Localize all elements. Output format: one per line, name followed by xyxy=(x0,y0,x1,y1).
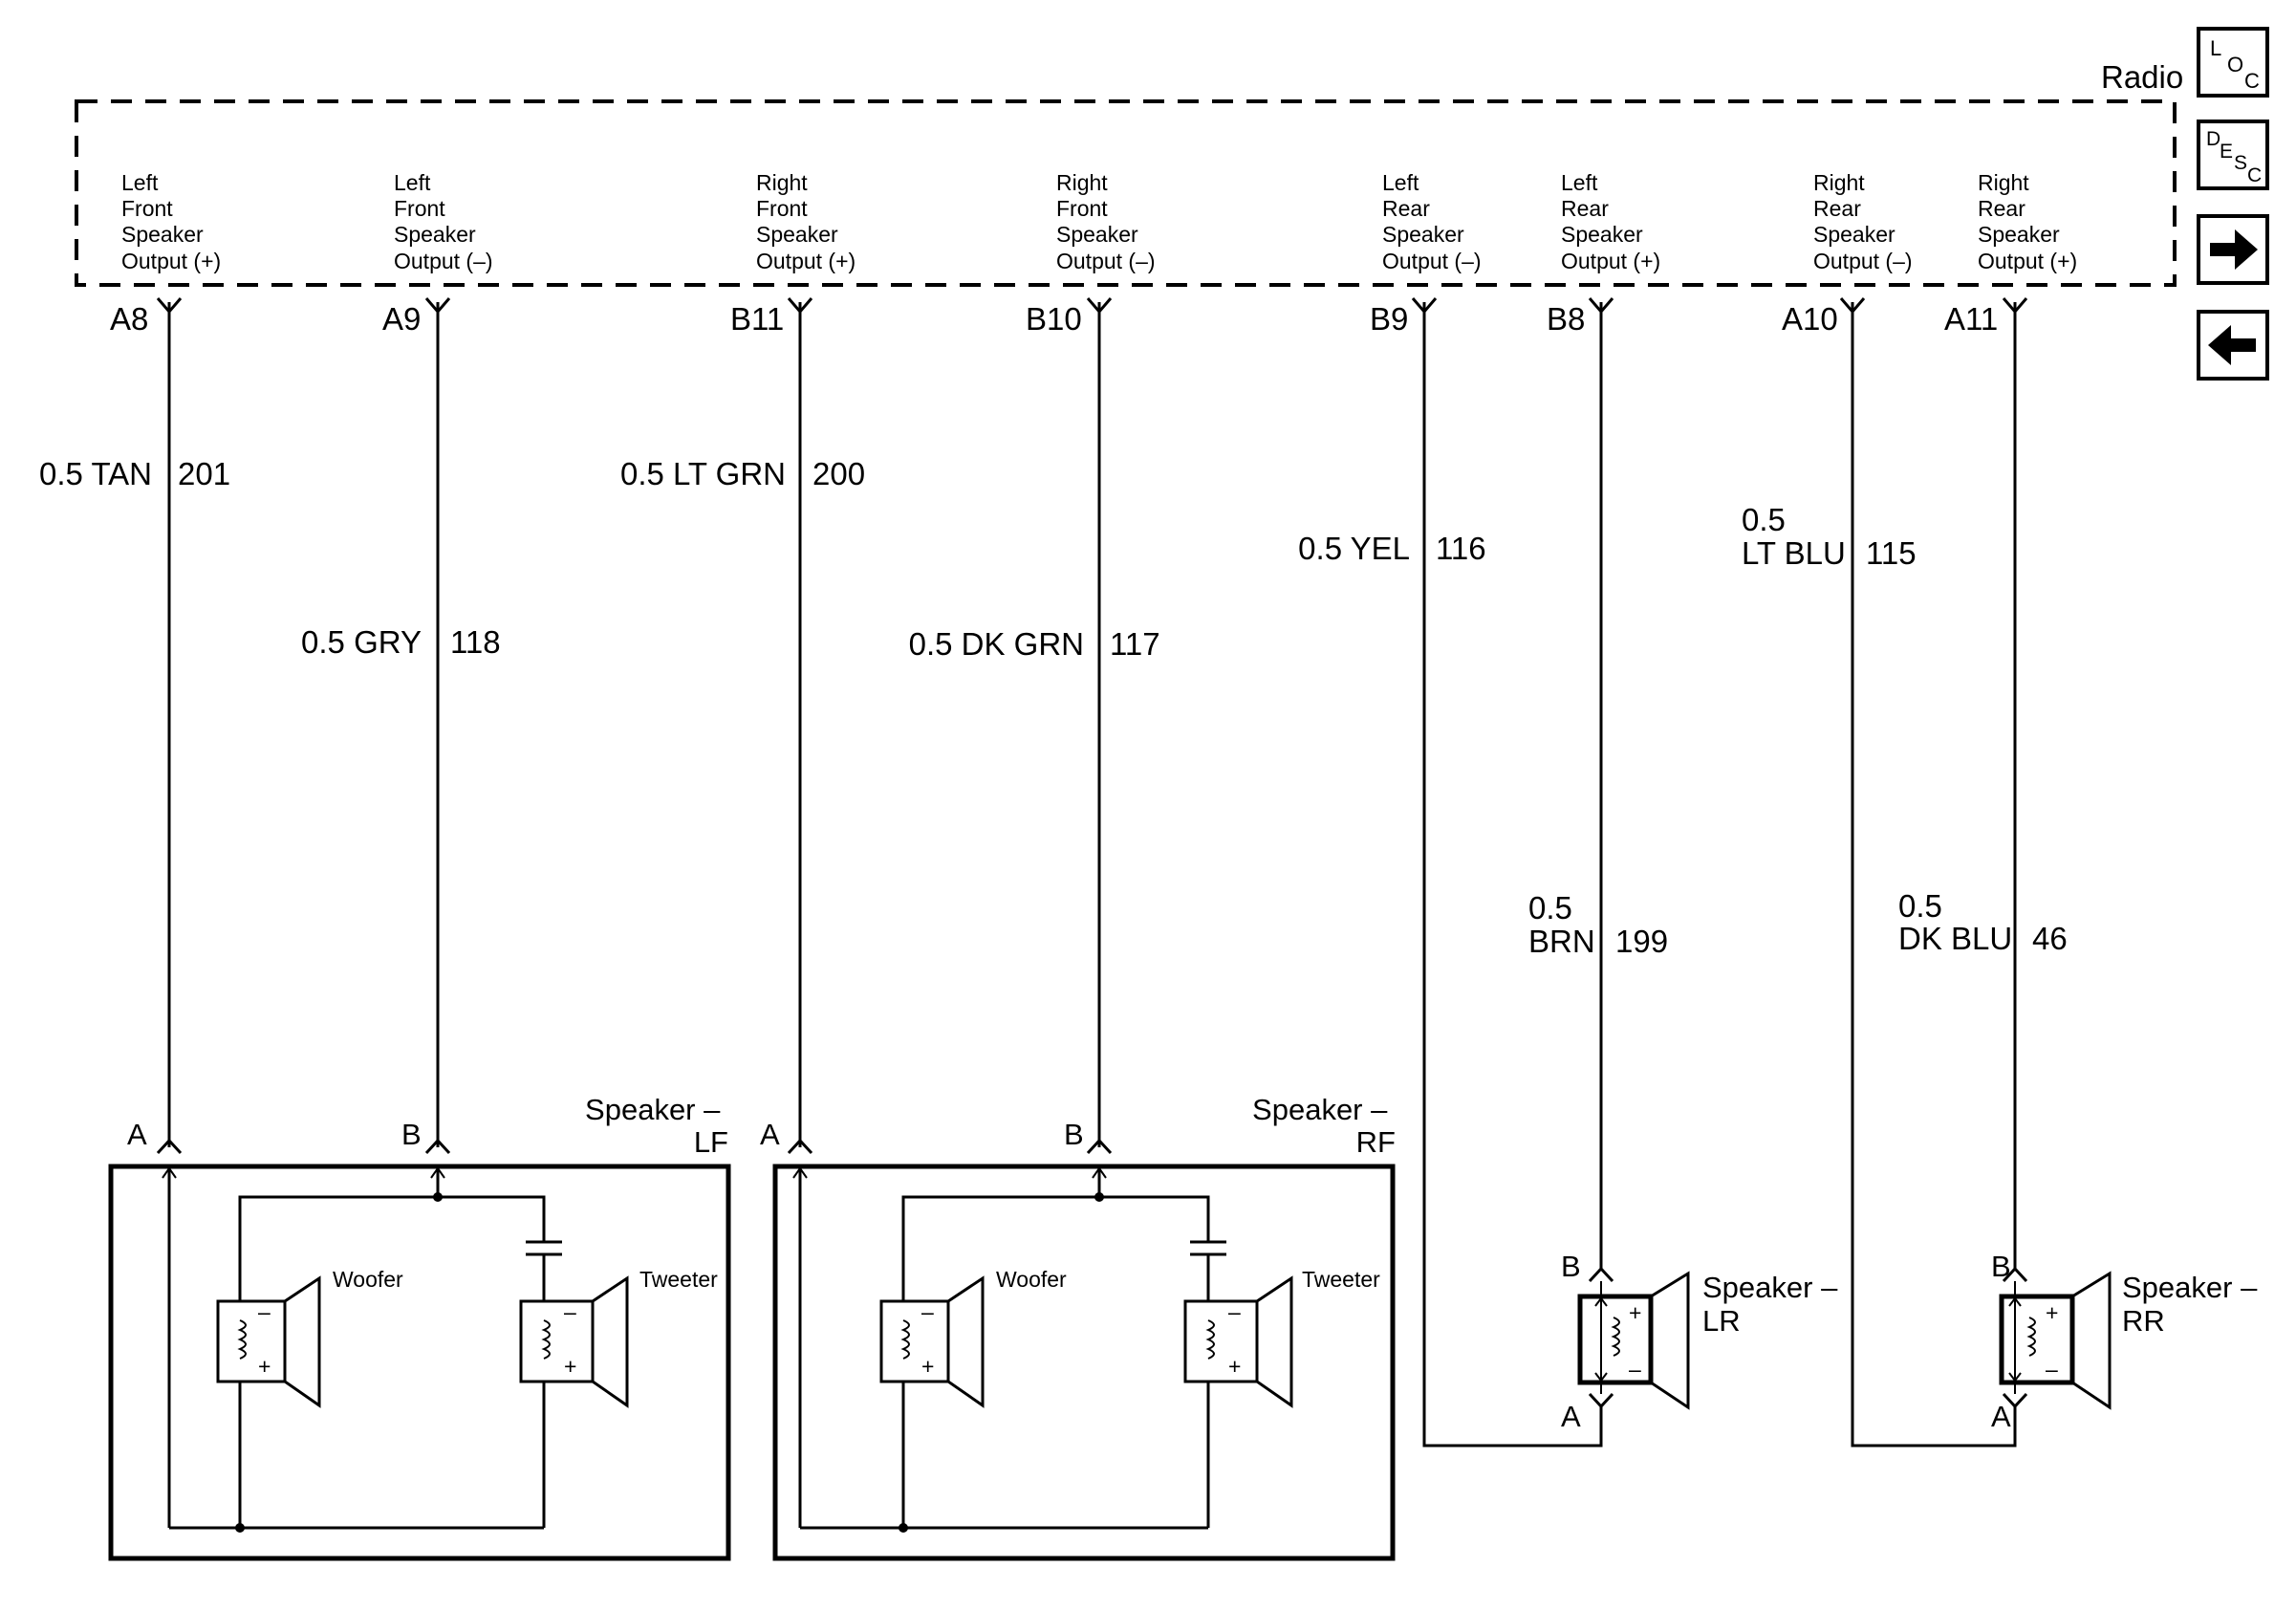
svg-text:–: – xyxy=(1629,1357,1641,1382)
svg-text:–: – xyxy=(564,1299,576,1324)
radio-component: Radio xyxy=(75,59,2183,287)
wire-199-spec: 0.5 BRN xyxy=(1528,890,1595,959)
wire-115-circuit: 115 xyxy=(1866,535,1917,571)
tweeter-label: Tweeter xyxy=(1302,1267,1380,1292)
svg-text:+: + xyxy=(564,1354,576,1379)
wire-116 xyxy=(1422,302,1603,1448)
output-label-rf-minus: Right Front Speaker Output (–) xyxy=(1056,170,1156,273)
pin-label-b11: B11 xyxy=(730,301,784,337)
output-label-lr-minus: Left Rear Speaker Output (–) xyxy=(1382,170,1482,273)
output-label-lf-minus: Left Front Speaker Output (–) xyxy=(394,170,493,273)
speaker-rr: B A + – Speaker – RR xyxy=(1991,1250,2265,1433)
speaker-rf-housing xyxy=(772,1164,1396,1561)
woofer-icon: – + Woofer xyxy=(879,1267,1067,1408)
output-label-rf-plus: Right Front Speaker Output (+) xyxy=(756,170,856,273)
wire-199-circuit: 199 xyxy=(1615,924,1668,959)
wire-116-spec: 0.5 YEL xyxy=(1298,531,1410,566)
loc-c: C xyxy=(2244,69,2260,93)
svg-text:+: + xyxy=(258,1354,271,1379)
wire-201-spec: 0.5 TAN xyxy=(39,456,152,491)
speaker-lr-name: Speaker – LR xyxy=(1702,1271,1846,1338)
previous-page-button[interactable] xyxy=(2197,310,2269,381)
speaker-lr-pin-a: A xyxy=(1561,1400,1581,1433)
output-label-rr-plus: Right Rear Speaker Output (+) xyxy=(1978,170,2077,273)
wire-115-spec: 0.5 LT BLU xyxy=(1742,502,1846,571)
wire-46-circuit: 46 xyxy=(2032,921,2068,956)
arrow-right-icon xyxy=(2210,229,2258,270)
pin-label-a11: A11 xyxy=(1944,301,1998,337)
radio-title: Radio xyxy=(2101,59,2183,95)
tweeter-icon: – + Tweeter xyxy=(519,1267,718,1408)
output-label-lf-plus: Left Front Speaker Output (+) xyxy=(121,170,221,273)
pin-label-a8: A8 xyxy=(110,301,148,337)
wire-117-circuit: 117 xyxy=(1110,626,1160,662)
arrow-left-icon xyxy=(2208,325,2256,365)
desc-button[interactable]: D E S C xyxy=(2197,120,2269,190)
next-page-button[interactable] xyxy=(2197,214,2269,285)
speaker-lf-pin-a: A xyxy=(127,1118,147,1151)
tweeter-label: Tweeter xyxy=(639,1267,718,1292)
speaker-lr: B A + – Speaker – LR xyxy=(1561,1250,1846,1433)
radio-pin-labels: A8 A9 B11 B10 B9 B8 A10 A11 xyxy=(110,301,1998,337)
speaker-lf: Speaker – LF A B – + Woofer xyxy=(108,1093,731,1561)
wire-46-spec: 0.5 DK BLU xyxy=(1898,888,2012,956)
speaker-rf-name: Speaker – RF xyxy=(1252,1093,1396,1159)
wire-200-spec: 0.5 LT GRN xyxy=(620,456,786,491)
speaker-lf-housing xyxy=(108,1164,731,1561)
speaker-rr-pin-b: B xyxy=(1991,1250,2011,1283)
speaker-rf: Speaker – RF A B – + Woofer – + xyxy=(760,1093,1396,1561)
svg-text:–: – xyxy=(258,1299,271,1324)
wires xyxy=(156,297,2028,1448)
woofer-icon: – + Woofer xyxy=(216,1267,403,1408)
pin-label-b8: B8 xyxy=(1547,301,1585,337)
loc-l: L xyxy=(2210,36,2221,60)
woofer-label: Woofer xyxy=(996,1267,1067,1292)
output-label-lr-plus: Left Rear Speaker Output (+) xyxy=(1561,170,1660,273)
wire-labels: 0.5 TAN 201 0.5 GRY 118 0.5 LT GRN 200 0… xyxy=(39,456,2068,959)
wire-201-circuit: 201 xyxy=(178,456,230,491)
speaker-rr-pin-a: A xyxy=(1991,1400,2011,1433)
pin-label-b10: B10 xyxy=(1026,301,1082,337)
speaker-icon: + – xyxy=(1999,1271,2112,1410)
svg-text:+: + xyxy=(2046,1300,2058,1325)
wire-118-spec: 0.5 GRY xyxy=(301,624,422,660)
wire-117-spec: 0.5 DK GRN xyxy=(909,626,1084,662)
desc-e: E xyxy=(2220,141,2233,163)
tweeter-icon: – + Tweeter xyxy=(1183,1267,1380,1408)
speaker-icon: + – xyxy=(1577,1271,1690,1410)
svg-text:+: + xyxy=(921,1354,934,1379)
output-label-rr-minus: Right Rear Speaker Output (–) xyxy=(1813,170,1913,273)
desc-s: S xyxy=(2234,152,2247,174)
speaker-rf-pin-a: A xyxy=(760,1118,780,1151)
loc-button[interactable]: L O C xyxy=(2197,27,2269,98)
svg-text:–: – xyxy=(1228,1299,1241,1324)
speaker-lf-pin-b: B xyxy=(401,1118,422,1151)
speaker-rf-pin-b: B xyxy=(1064,1118,1084,1151)
pin-label-a10: A10 xyxy=(1782,301,1838,337)
wire-118-circuit: 118 xyxy=(450,624,501,660)
pin-label-b9: B9 xyxy=(1370,301,1408,337)
desc-d: D xyxy=(2206,128,2220,150)
svg-text:+: + xyxy=(1629,1300,1641,1325)
svg-text:+: + xyxy=(1228,1354,1241,1379)
loc-o: O xyxy=(2227,53,2243,76)
radio-output-labels: Left Front Speaker Output (+) Left Front… xyxy=(121,170,2077,273)
svg-text:–: – xyxy=(921,1299,934,1324)
speaker-lf-name: Speaker – LF xyxy=(585,1093,728,1159)
speaker-lr-pin-b: B xyxy=(1561,1250,1581,1283)
desc-c: C xyxy=(2247,164,2262,186)
speaker-rr-name: Speaker – RR xyxy=(2122,1271,2265,1338)
wire-116-circuit: 116 xyxy=(1436,531,1486,566)
wire-200-circuit: 200 xyxy=(812,456,865,491)
pin-label-a9: A9 xyxy=(382,301,421,337)
woofer-label: Woofer xyxy=(333,1267,403,1292)
svg-text:–: – xyxy=(2046,1357,2058,1382)
wire-115 xyxy=(1851,302,2017,1448)
